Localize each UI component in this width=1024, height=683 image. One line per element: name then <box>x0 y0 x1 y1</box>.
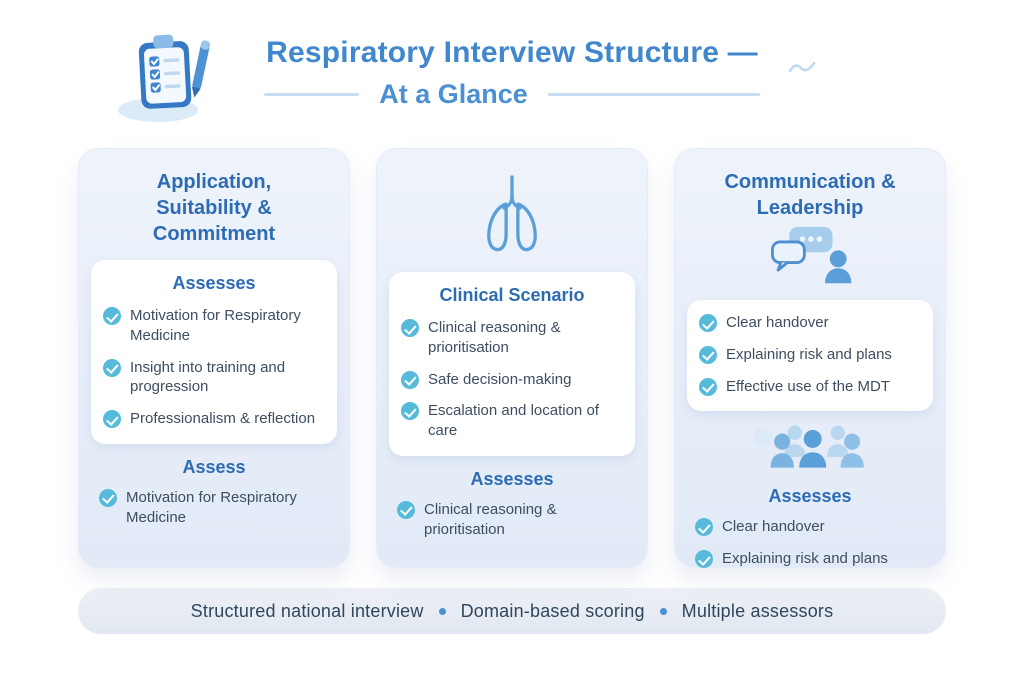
footer-item: Domain-based scoring <box>460 600 645 621</box>
item-list: Motivation for Respiratory Medicine Insi… <box>103 306 325 429</box>
assesses-card: Assesses Motivation for Respiratory Medi… <box>91 260 337 444</box>
check-icon <box>695 518 713 537</box>
assesses-section: Assesses Clear handover Explaining risk … <box>687 486 933 569</box>
item-text: Effective use of the MDT <box>726 377 890 395</box>
column-application: Application, Suitability & Commitment As… <box>78 148 350 568</box>
item-list: Motivation for Respiratory Medicine <box>91 488 337 528</box>
list-item: Escalation and location of care <box>401 401 623 441</box>
card-heading: Assesses <box>172 273 256 293</box>
footer-item: Structured national interview <box>190 600 424 621</box>
item-list: Clear handover Explaining risk and plans… <box>699 313 921 396</box>
item-text: Clear handover <box>726 314 829 331</box>
item-text: Clinical reasoning & prioritisation <box>424 500 557 538</box>
title-line-2: At a Glance <box>379 79 528 109</box>
assesses-section: Assesses Clinical reasoning & prioritisa… <box>389 469 635 540</box>
item-list: Clinical reasoning & prioritisation Safe… <box>401 318 623 441</box>
column-communication-leadership: Communication & Leadership <box>674 148 946 569</box>
list-item: Professionalism & reflection <box>103 409 325 429</box>
check-icon <box>99 488 117 507</box>
bullet-separator <box>438 607 446 615</box>
communication-card: Clear handover Explaining risk and plans… <box>687 300 933 412</box>
check-icon <box>695 550 713 569</box>
clinical-scenario-card: Clinical Scenario Clinical reasoning & p… <box>389 272 635 456</box>
item-text: Insight into training and progression <box>130 358 286 396</box>
header: Respiratory Interview Structure — At a G… <box>0 0 1024 148</box>
item-text: Safe decision-making <box>428 370 572 388</box>
check-icon <box>699 377 717 396</box>
list-item: Effective use of the MDT <box>699 377 921 397</box>
item-list: Clear handover Explaining risk and plans <box>687 517 933 569</box>
item-text: Motivation for Respiratory Medicine <box>126 488 297 526</box>
check-icon <box>397 500 415 519</box>
list-item: Explaining risk and plans <box>695 549 925 569</box>
check-icon <box>699 314 717 332</box>
column-clinical-scenario: Clinical Scenario Clinical reasoning & p… <box>376 148 648 568</box>
decorative-squiggle-icon <box>788 58 816 81</box>
item-text: Motivation for Respiratory Medicine <box>130 307 301 344</box>
check-icon <box>103 410 121 429</box>
item-list: Clinical reasoning & prioritisation <box>389 500 635 540</box>
list-item: Clinical reasoning & prioritisation <box>401 318 623 358</box>
check-icon <box>103 307 121 325</box>
section-heading: Assesses <box>470 468 554 489</box>
check-icon <box>401 319 419 337</box>
check-icon <box>103 358 121 377</box>
item-text: Clinical reasoning & prioritisation <box>428 319 561 356</box>
people-group-icon <box>687 421 933 473</box>
chat-bubbles-icon <box>687 225 933 287</box>
footer-item: Multiple assessors <box>681 600 834 621</box>
section-heading: Assess <box>182 456 246 477</box>
footer-bar: Structured national interview Domain-bas… <box>78 588 946 634</box>
list-item: Clinical reasoning & prioritisation <box>397 500 627 540</box>
list-item: Clear handover <box>695 517 925 537</box>
bullet-separator <box>659 607 667 615</box>
divider-line <box>264 93 360 96</box>
title-line-1: Respiratory Interview Structure — <box>266 36 758 69</box>
divider-line <box>547 93 760 96</box>
item-text: Escalation and location of care <box>428 402 599 440</box>
item-text: Explaining risk and plans <box>726 345 892 363</box>
check-icon <box>401 370 419 389</box>
assess-section: Assess Motivation for Respiratory Medici… <box>91 457 337 528</box>
clipboard-icon <box>116 28 220 129</box>
columns: Application, Suitability & Commitment As… <box>0 148 1024 569</box>
item-text: Clear handover <box>722 518 825 536</box>
column-title: Communication & Leadership <box>724 171 896 219</box>
check-icon <box>401 402 419 421</box>
list-item: Motivation for Respiratory Medicine <box>99 488 329 528</box>
list-item: Safe decision-making <box>401 370 623 390</box>
card-heading: Clinical Scenario <box>439 285 585 305</box>
page-title: Respiratory Interview Structure — At a G… <box>0 36 1024 110</box>
column-title: Application, Suitability & Commitment <box>152 171 276 245</box>
list-item: Insight into training and progression <box>103 358 325 398</box>
title-row-2: At a Glance <box>0 79 1024 110</box>
lungs-icon <box>389 173 635 259</box>
check-icon <box>699 345 717 364</box>
item-text: Explaining risk and plans <box>722 550 888 568</box>
clipboard-icon <box>118 34 211 122</box>
list-item: Explaining risk and plans <box>699 345 921 365</box>
list-item: Clear handover <box>699 313 921 333</box>
section-heading: Assesses <box>768 486 852 507</box>
list-item: Motivation for Respiratory Medicine <box>103 306 325 346</box>
item-text: Professionalism & reflection <box>130 410 316 428</box>
